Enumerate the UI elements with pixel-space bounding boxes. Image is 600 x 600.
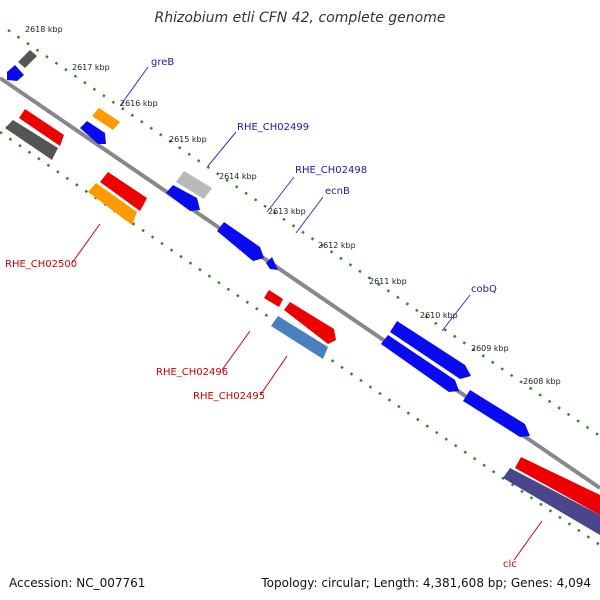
reverse-genes (5, 109, 600, 535)
gene-feature (266, 257, 278, 270)
tick-label: 2616 kbp (120, 99, 158, 108)
tick-label: 2613 kbp (268, 207, 306, 216)
tick-label: 2615 kbp (169, 135, 207, 144)
tick-label: 2614 kbp (219, 172, 257, 181)
gene-feature (18, 50, 37, 68)
gene-feature (166, 185, 200, 211)
gene-feature (381, 335, 459, 392)
tick-label: 2612 kbp (318, 241, 356, 250)
summary-text: Topology: circular; Length: 4,381,608 bp… (261, 576, 591, 590)
tick-label: 2609 kbp (471, 344, 509, 353)
gene-labels: greB RHE_CH02499 RHE_CH02498 ecnB cobQ R… (5, 57, 517, 570)
label-connectors (71, 66, 543, 561)
gene-label-rhe-ch02495: RHE_CH02495 (193, 391, 265, 402)
forward-genes (7, 50, 530, 437)
accession-text: Accession: NC_007761 (9, 576, 146, 590)
gene-feature (271, 316, 328, 359)
gene-feature (217, 222, 264, 261)
gene-label-greB: greB (151, 57, 174, 68)
gene-feature (80, 121, 106, 144)
gene-label-ecnB: ecnB (325, 186, 350, 197)
gene-feature (19, 109, 64, 146)
upper-tick-track (7, 28, 600, 438)
gene-label-cobQ: cobQ (471, 284, 497, 295)
gene-feature (264, 290, 283, 307)
gene-label-rhe-ch02499: RHE_CH02499 (237, 122, 309, 133)
gene-label-clc: clc (503, 559, 517, 570)
gene-feature (88, 183, 137, 225)
gene-label-rhe-ch02500: RHE_CH02500 (5, 259, 77, 270)
gene-feature (503, 468, 600, 535)
gene-feature (284, 302, 336, 344)
tick-label: 2617 kbp (72, 63, 110, 72)
tick-label: 2611 kbp (369, 277, 407, 286)
gene-feature (7, 65, 24, 81)
gene-feature (463, 390, 530, 437)
gene-feature (390, 321, 471, 379)
tick-label: 2618 kbp (25, 25, 63, 34)
gene-feature (5, 120, 58, 160)
tick-label: 2610 kbp (420, 311, 458, 320)
gene-feature (515, 457, 600, 515)
map-title: Rhizobium etli CFN 42, complete genome (154, 10, 446, 26)
tick-labels: 2618 kbp 2617 kbp 2616 kbp 2615 kbp 2614… (25, 25, 561, 386)
gene-label-rhe-ch02498: RHE_CH02498 (295, 165, 367, 176)
gene-label-rhe-ch02496: RHE_CH02496 (156, 367, 228, 378)
gene-feature (92, 108, 120, 130)
gene-feature (176, 171, 212, 199)
gene-feature (100, 172, 147, 211)
tick-label: 2608 kbp (523, 377, 561, 386)
